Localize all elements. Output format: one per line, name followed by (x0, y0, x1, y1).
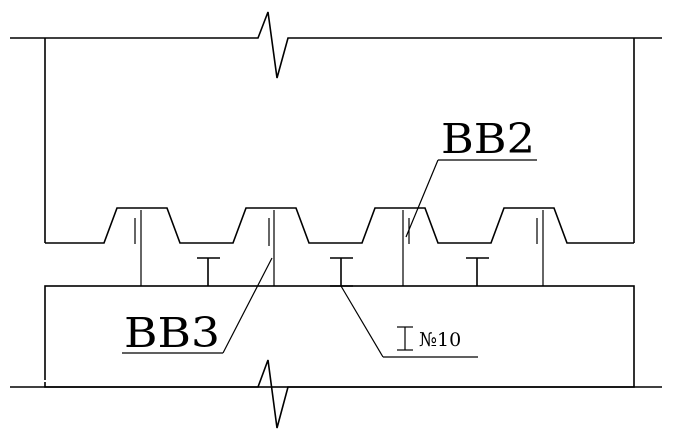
bb3-leader-line (222, 257, 273, 354)
bb3-label: BB3 (124, 309, 220, 357)
bb2-leader-line (405, 159, 439, 238)
beam-leader-line (340, 285, 384, 358)
i-beam-2 (330, 257, 353, 287)
upper-slab-top-edge (10, 11, 662, 79)
profiled-sheet (45, 207, 634, 244)
lower-slab-break-line (10, 359, 662, 429)
i-beam-3 (466, 257, 489, 286)
i-beam-symbol (397, 326, 413, 351)
i-beam-1 (197, 257, 220, 286)
beam-size-label: №10 (419, 329, 461, 351)
bb2-label: BB2 (441, 115, 535, 163)
